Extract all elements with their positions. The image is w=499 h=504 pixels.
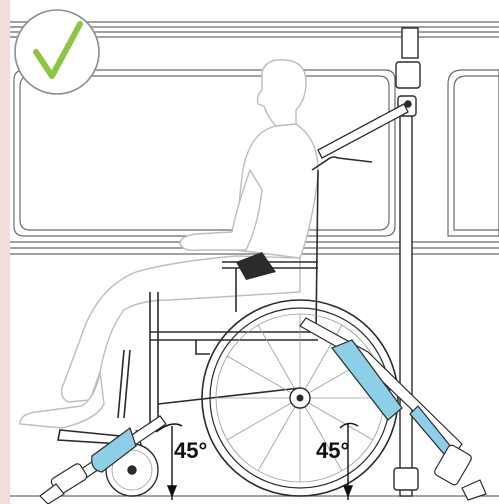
front-angle-label: 45° <box>174 438 207 463</box>
checkmark-icon <box>15 10 99 94</box>
rear-angle-label: 45° <box>316 438 349 463</box>
